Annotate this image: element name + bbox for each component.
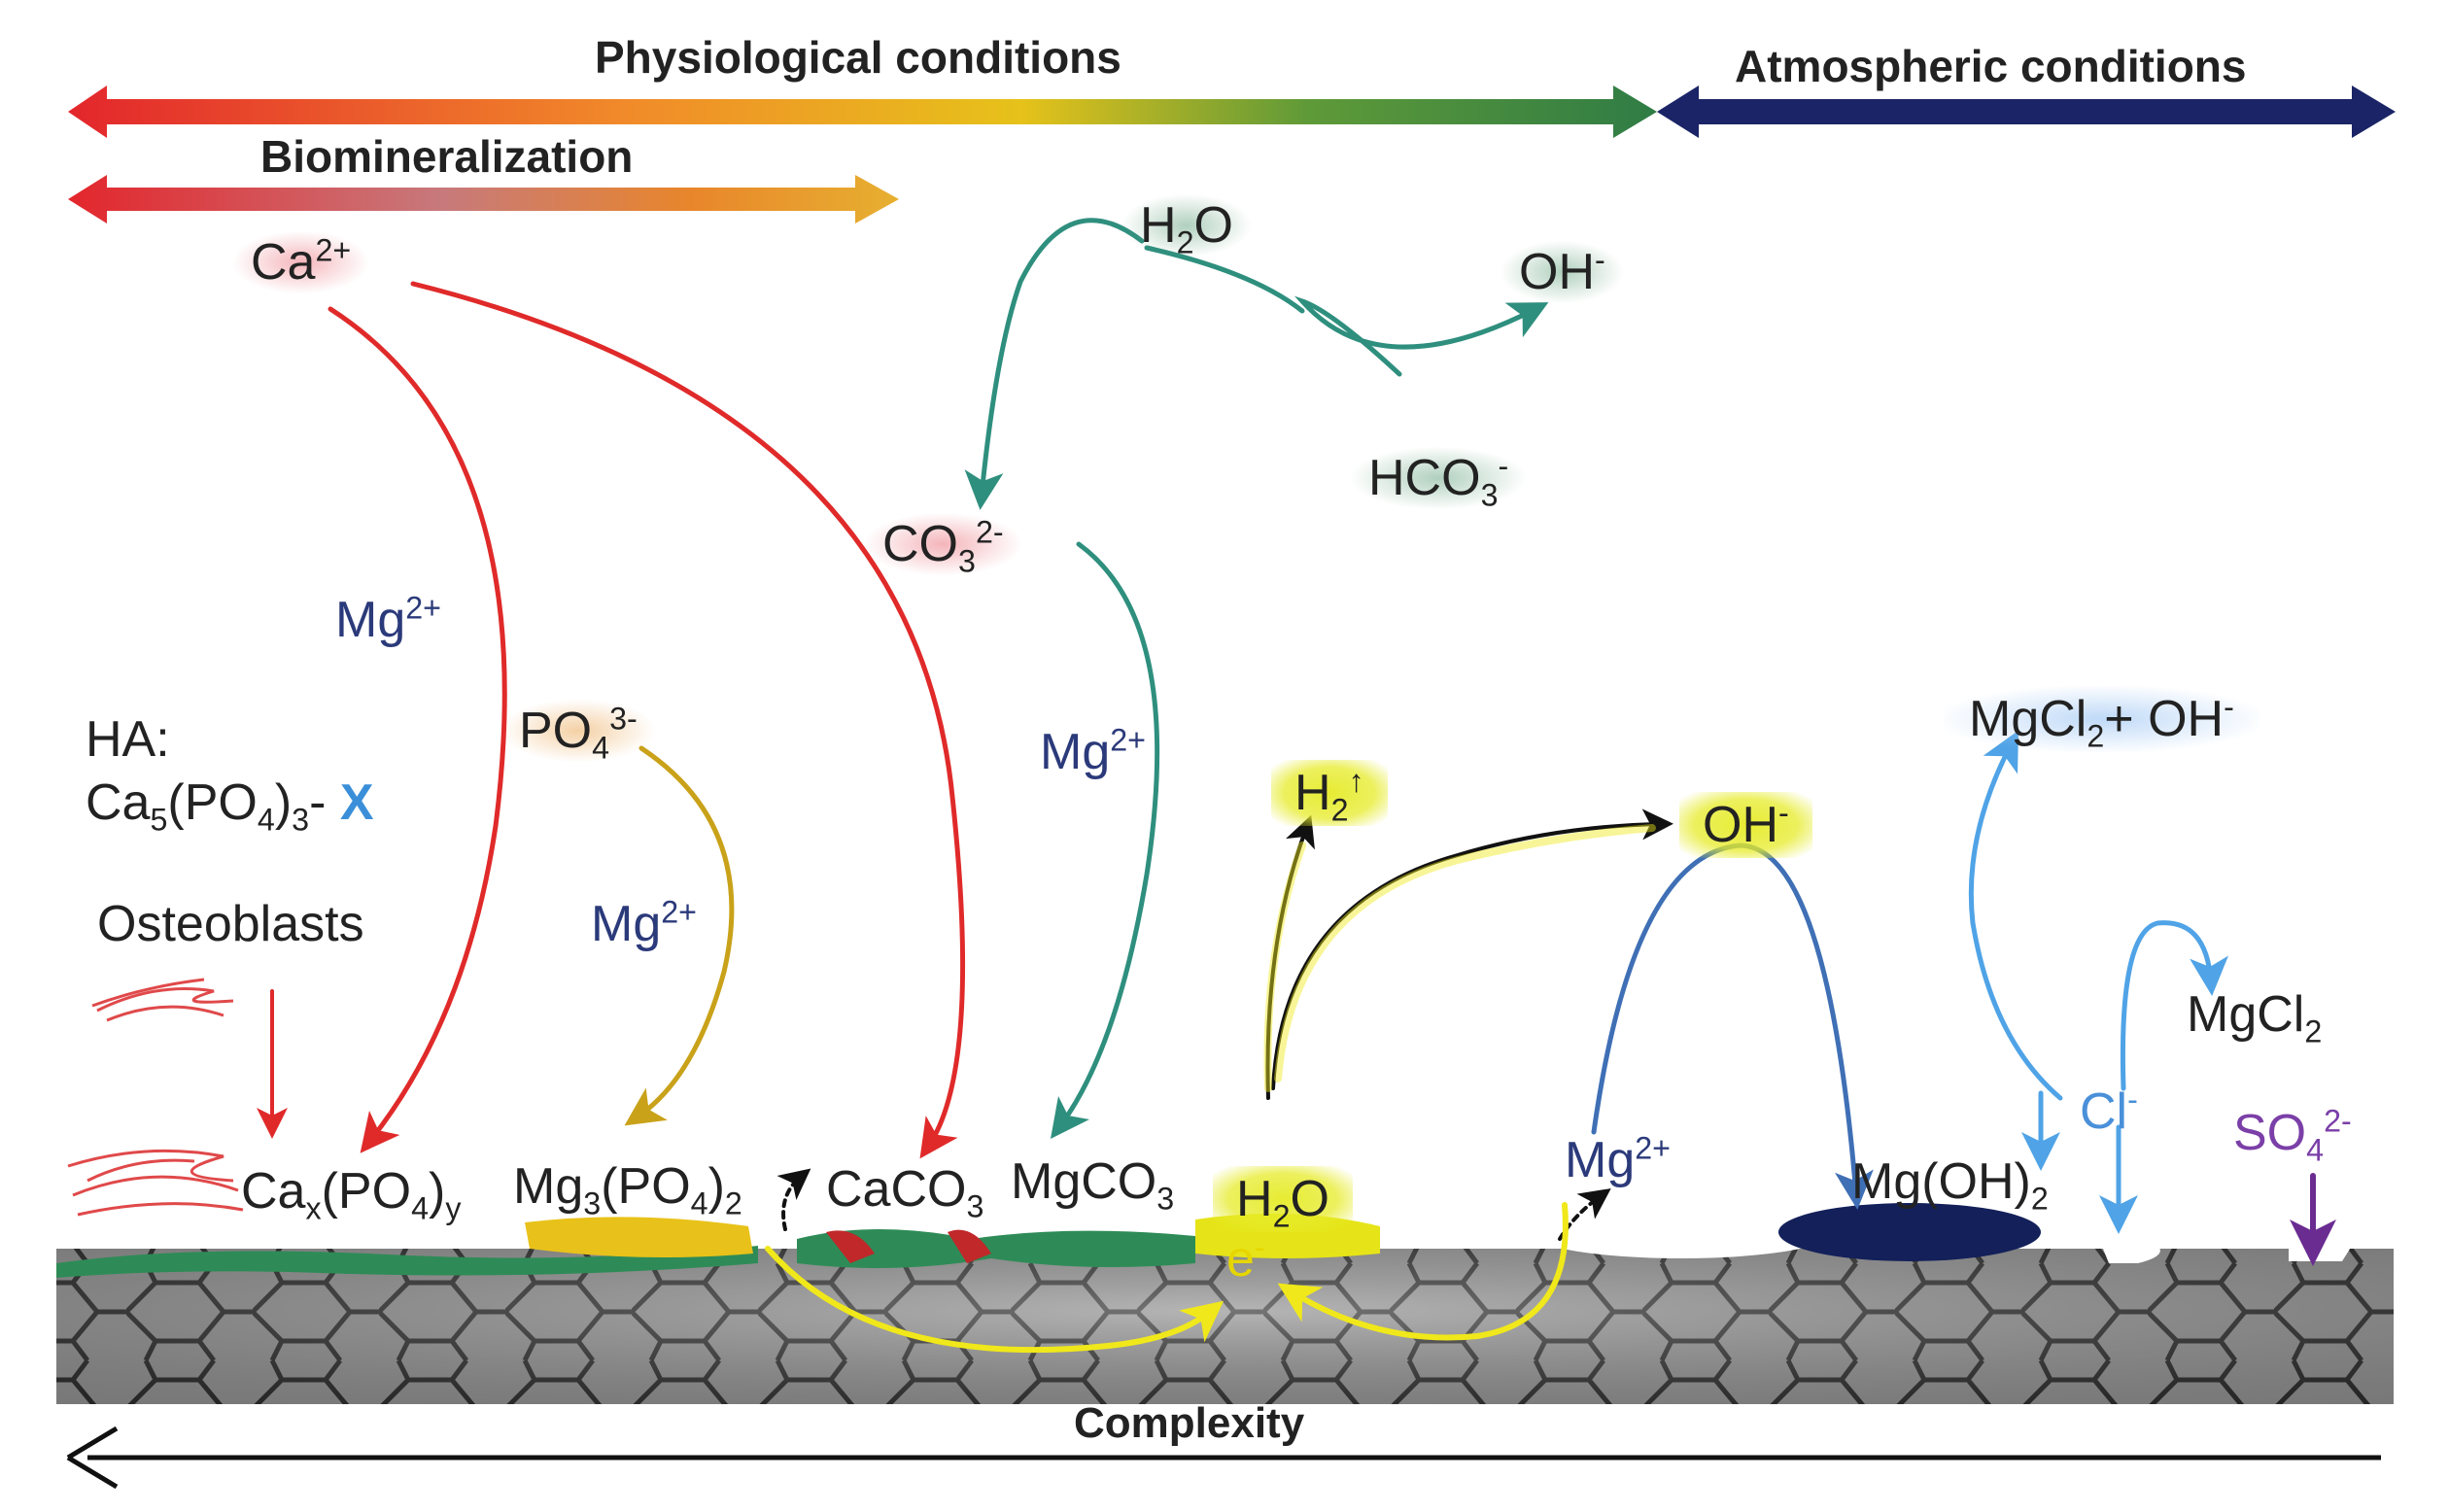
physiological-range-arrow (68, 86, 1657, 138)
arrow-h2o-to-h2 (1265, 814, 1315, 1100)
arrow-h2o-curve (1144, 245, 1305, 314)
phosphate-ion: PO43- (501, 700, 655, 764)
osteoblast-cells (67, 978, 244, 1217)
calcium-phosphate: Cax(PO4)y (241, 1163, 462, 1226)
magnesium-hydroxide: Mg(OH)2 (1851, 1153, 2049, 1217)
chloride-ion: Cl- (2080, 1082, 2138, 1140)
arrow-cl-to-mgcl2oh (1968, 730, 2063, 1101)
magnesium-phosphate: Mg3(PO4)2 (513, 1158, 742, 1221)
electron-arrow-left (765, 1246, 1224, 1354)
calcium-ion: Ca2+ (233, 231, 369, 293)
arrow-cl-to-mgcl2 (2120, 920, 2229, 1091)
arrow-ca-to-caco3 (410, 281, 966, 1159)
sulfate-ion: SO42- (2233, 1103, 2352, 1168)
arrow-co3-to-mgco3 (1051, 541, 1160, 1140)
electron: e- (1226, 1229, 1265, 1288)
atmospheric-range-arrow (1657, 86, 2396, 138)
arrow-po4-to-mgpo4 (624, 745, 735, 1126)
arrow-ca-to-capo4 (328, 306, 507, 1153)
carbonate-ion: CO32- (865, 513, 1021, 577)
osteoblasts-label: Osteoblasts (97, 896, 364, 952)
magnesium-ion-surface: Mg2+ (1565, 1130, 1672, 1188)
complexity-arrow (66, 1426, 2381, 1490)
physiological-conditions-label: Physiological conditions (595, 32, 1121, 83)
arrow-mg-dashed (1558, 1188, 1611, 1241)
arrow-h2o-to-co3 (964, 218, 1145, 510)
magnesium-carbonate: MgCO3 (1011, 1153, 1175, 1217)
atmospheric-conditions-label: Atmospheric conditions (1735, 41, 2247, 91)
magnesium-chloride-hydroxide: MgCl2+ OH- (1944, 686, 2259, 752)
hydrogen-gas: H2↑ (1271, 760, 1388, 826)
magnesium-ion-phosphate-arrow: Mg2+ (591, 894, 698, 952)
water-surface: H2O (1213, 1166, 1353, 1232)
water-top: H2O (1122, 194, 1251, 258)
magnesium-ion-mid: Mg2+ (1040, 722, 1147, 780)
ha-label: HA: (86, 711, 170, 768)
arrow-caco3-dashed (776, 1168, 811, 1231)
hydroxyapatite-formula: Ca5(PO4)3- X (86, 774, 374, 838)
arrow-h2o-to-oh (1271, 808, 1673, 1090)
complexity-label: Complexity (1074, 1399, 1305, 1447)
biomineralization-label: Biomineralization (260, 131, 634, 182)
magnesium-ion-left: Mg2+ (335, 590, 442, 648)
biomineralization-range-arrow (68, 175, 899, 223)
bicarbonate-ion: HCO3- (1351, 447, 1527, 511)
magnesium-chloride: MgCl2 (2187, 986, 2323, 1049)
arrow-hco3-to-oh (1293, 295, 1549, 377)
hydroxide-yellow: OH- (1679, 792, 1812, 858)
calcium-carbonate: CaCO3 (826, 1161, 984, 1224)
hydroxide-top: OH- (1501, 241, 1623, 303)
electron-arrow-right (1277, 1202, 1569, 1341)
